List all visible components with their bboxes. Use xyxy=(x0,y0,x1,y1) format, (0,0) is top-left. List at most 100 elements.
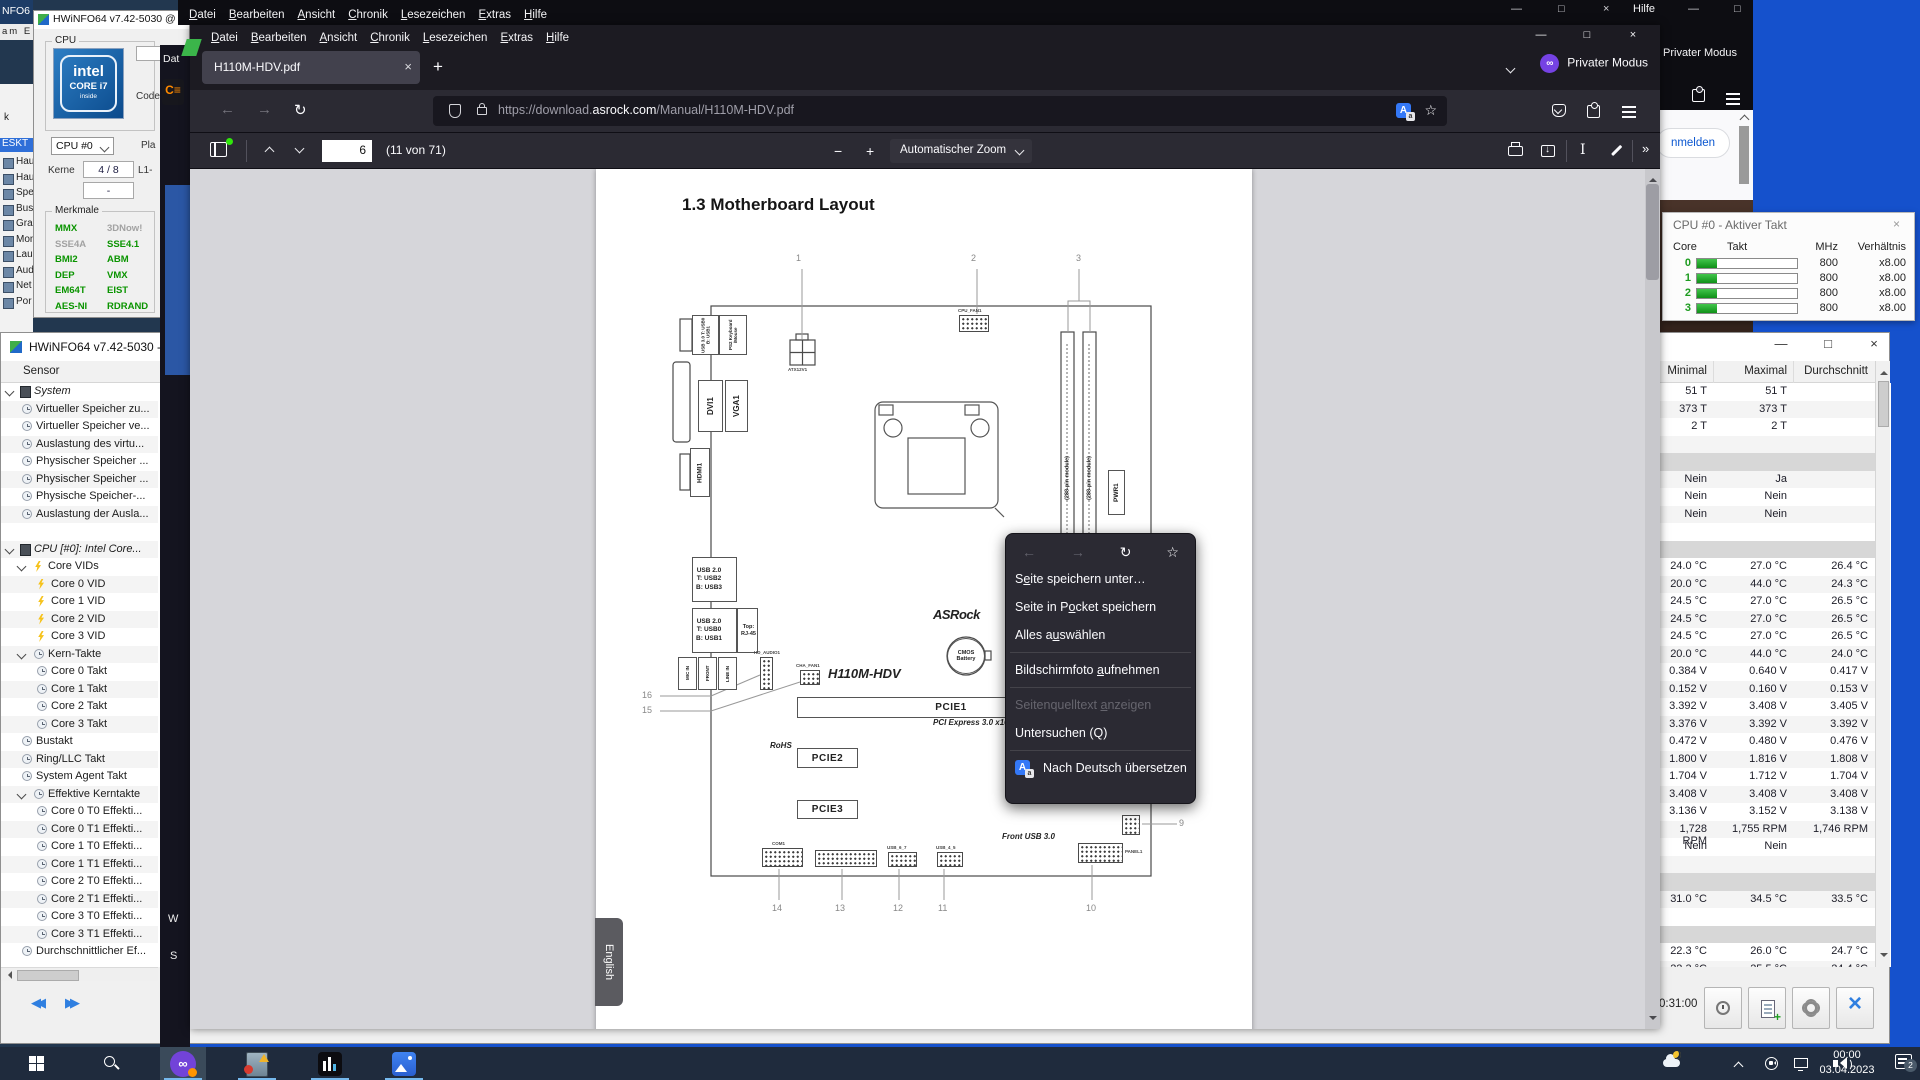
taskbar-clock[interactable]: 00:00 03.04.2023 xyxy=(1812,1048,1882,1078)
context-menu-item[interactable]: Alles auswählen xyxy=(1015,628,1106,642)
settings-button[interactable] xyxy=(1792,987,1830,1029)
maximize-button[interactable]: □ xyxy=(1558,3,1565,15)
sensor-tree-row[interactable]: Core 0 T1 Effekti... xyxy=(1,820,158,838)
ctx-bookmark-icon[interactable]: ☆ xyxy=(1166,544,1179,560)
minimize-button[interactable]: — xyxy=(1688,3,1699,15)
menu-item-bearbeiten[interactable]: Bearbeiten xyxy=(250,32,307,44)
fragment-tree-item[interactable]: Hau xyxy=(0,156,34,170)
sensor-tree-row[interactable]: Core 0 VID xyxy=(1,575,158,593)
context-menu-item[interactable]: ANach Deutsch übersetzen xyxy=(1006,754,1195,782)
context-menu-item[interactable]: Seite in Pocket speichern xyxy=(1015,600,1157,614)
expand-chevron-icon[interactable] xyxy=(4,544,15,554)
fragment-tree-item[interactable]: Lau xyxy=(0,249,33,263)
more-tools-icon[interactable]: » xyxy=(1642,141,1650,156)
tab-close-icon[interactable]: × xyxy=(404,59,412,74)
fragment-tree-item[interactable]: Gra xyxy=(0,218,33,232)
menu-item-hilfe[interactable]: Hilfe xyxy=(546,32,570,44)
pdf-sidebar-toggle-icon[interactable] xyxy=(210,142,227,157)
sensor-tree-row[interactable]: Virtueller Speicher zu... xyxy=(1,400,158,418)
next-page-icon[interactable] xyxy=(294,143,305,154)
pdf-scrollbar[interactable] xyxy=(1645,169,1660,1029)
back-button[interactable]: ← xyxy=(220,101,235,118)
menu-item-hilfe[interactable]: Hilfe xyxy=(1633,3,1656,15)
maximize-button[interactable]: □ xyxy=(1734,3,1741,15)
close-button[interactable]: × xyxy=(1629,29,1637,41)
menu-item-hilfe[interactable]: Hilfe xyxy=(524,9,548,21)
sensor-tree-row[interactable]: Core 1 T0 Effekti... xyxy=(1,838,158,856)
menu-item-chronik[interactable]: Chronik xyxy=(348,9,388,21)
close-icon[interactable]: × xyxy=(1892,217,1900,231)
extensions-icon[interactable] xyxy=(1692,86,1705,102)
bookmark-star-icon[interactable]: ☆ xyxy=(1424,102,1437,118)
sensor-tree-row[interactable]: Physischer Speicher ... xyxy=(1,470,158,488)
scrollbar-thumb[interactable] xyxy=(1646,184,1659,280)
menu-icon[interactable] xyxy=(1726,93,1740,95)
menu-icon[interactable] xyxy=(1622,106,1636,108)
ctx-reload-icon[interactable]: ↻ xyxy=(1119,544,1132,560)
print-icon[interactable] xyxy=(1508,142,1523,156)
forward-button[interactable]: → xyxy=(257,101,272,118)
hwinfo-main-titlebar[interactable]: HWiNFO64 v7.42-5030 @ A xyxy=(34,11,189,29)
menu-item-lesezeichen[interactable]: Lesezeichen xyxy=(422,32,488,44)
extensions-icon[interactable] xyxy=(1587,102,1600,118)
expand-chevron-icon[interactable] xyxy=(4,386,15,397)
new-tab-button[interactable]: + xyxy=(433,57,443,76)
zoom-out-button[interactable]: − xyxy=(834,143,843,159)
scrollbar-thumb[interactable] xyxy=(1878,381,1889,427)
sensor-tree-row[interactable]: Core 1 T1 Effekti... xyxy=(1,855,158,873)
taskbar-photos[interactable] xyxy=(381,1047,427,1080)
scroll-down-icon[interactable] xyxy=(1649,1016,1657,1024)
fragment-tree-item[interactable]: Mon xyxy=(0,234,35,248)
text-select-tool-icon[interactable]: I xyxy=(1580,142,1586,158)
menu-item-lesezeichen[interactable]: Lesezeichen xyxy=(400,9,466,21)
menu-item-datei[interactable]: Datei xyxy=(189,9,216,21)
zoom-select-dropdown[interactable]: Automatischer Zoom xyxy=(890,139,1032,163)
report-button[interactable]: + xyxy=(1748,987,1786,1029)
sensor-tree-row[interactable]: Core 1 Takt xyxy=(1,680,158,698)
download-icon[interactable] xyxy=(1541,144,1555,157)
fragment-selected-item[interactable]: ESKT xyxy=(0,138,33,152)
expand-chevron-icon[interactable] xyxy=(16,789,27,799)
context-menu-item[interactable]: Seite speichern unter… xyxy=(1015,572,1146,586)
menu-item-ansicht[interactable]: Ansicht xyxy=(297,9,336,21)
meet-now-icon[interactable] xyxy=(1765,1055,1778,1070)
sensor-tree-row[interactable]: Core 3 Takt xyxy=(1,715,158,733)
sensor-tree-row[interactable]: Core 1 VID xyxy=(1,593,158,611)
fragment-tree-item[interactable]: Bus xyxy=(0,203,33,217)
menu-item-chronik[interactable]: Chronik xyxy=(370,32,410,44)
menu-item-extras[interactable]: Extras xyxy=(478,9,512,21)
sensor-tree-row[interactable]: System Agent Takt xyxy=(1,768,158,786)
sensor-tree-row[interactable]: Ring/LLC Takt xyxy=(1,750,158,768)
sensor-tree-row[interactable]: Auslastung der Ausla... xyxy=(1,505,158,523)
page-number-input[interactable]: 6 xyxy=(322,140,372,162)
sensor-tree-row[interactable]: Core 0 T0 Effekti... xyxy=(1,803,158,821)
tracking-shield-icon[interactable] xyxy=(449,104,461,118)
fragment-tree-item[interactable]: Por xyxy=(0,296,33,310)
nav-back-button[interactable]: ◀◀ xyxy=(31,995,46,1010)
taskbar-driver-app[interactable] xyxy=(234,1047,280,1080)
expand-chevron-icon[interactable] xyxy=(16,561,27,572)
taskbar-hwinfo[interactable] xyxy=(307,1047,353,1080)
minimize-button[interactable]: — xyxy=(1535,29,1547,41)
sensor-tree-row[interactable]: Physische Speicher-... xyxy=(1,488,158,506)
login-button-fragment[interactable]: nmelden xyxy=(1656,128,1730,158)
sensor-tree-row[interactable]: Core 3 T0 Effekti... xyxy=(1,908,158,926)
scroll-left-icon[interactable] xyxy=(4,971,12,979)
sensor-tree-row[interactable]: System xyxy=(1,383,158,401)
volume-icon[interactable] xyxy=(1833,1055,1852,1071)
menu-item-bearbeiten[interactable]: Bearbeiten xyxy=(228,9,285,21)
maximize-button[interactable]: □ xyxy=(1583,29,1591,41)
close-button[interactable]: × xyxy=(1870,336,1878,351)
maximize-button[interactable]: □ xyxy=(1824,336,1832,351)
sensor-tree-row[interactable]: Core 3 VID xyxy=(1,628,158,646)
search-button[interactable] xyxy=(88,1047,134,1080)
sensor-tree-row[interactable]: Physischer Speicher ... xyxy=(1,453,158,471)
minimize-button[interactable]: — xyxy=(1774,336,1788,351)
context-menu-item[interactable]: Untersuchen (Q) xyxy=(1015,726,1108,740)
list-all-tabs-icon[interactable] xyxy=(1505,63,1516,74)
sensor-tree-row[interactable]: Core 0 Takt xyxy=(1,663,158,681)
sensor-tree-row[interactable] xyxy=(1,523,158,541)
fragment-tree-item[interactable]: Net xyxy=(0,280,33,294)
scrollbar-thumb[interactable] xyxy=(17,970,79,981)
minimize-button[interactable]: — xyxy=(1511,3,1522,15)
